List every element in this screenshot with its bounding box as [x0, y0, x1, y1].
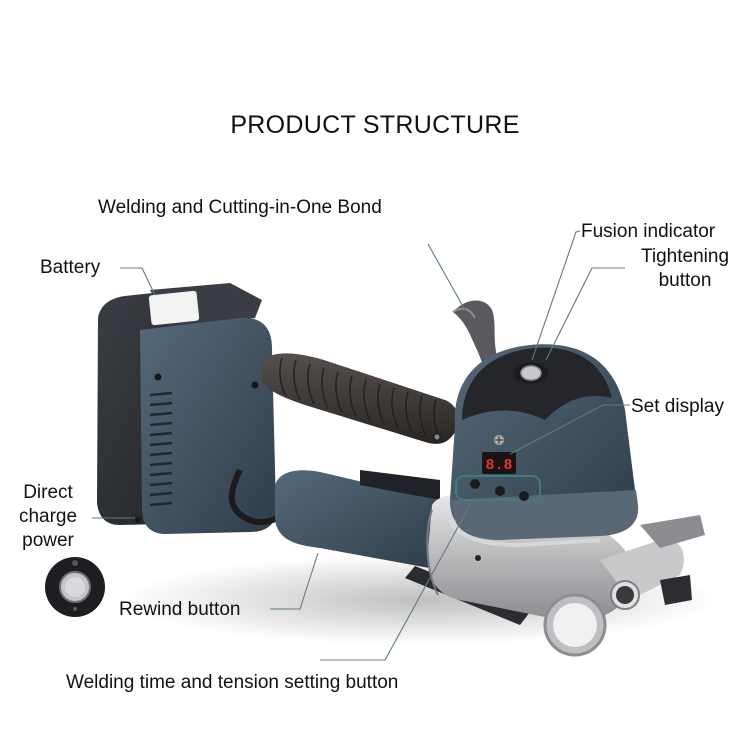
label-fusion-indicator: Fusion indicator	[581, 221, 716, 242]
grip-handle	[262, 353, 459, 444]
label-tightening-line-2: button	[658, 270, 712, 291]
setting-button-1[interactable]	[470, 479, 480, 489]
label-bond: Welding and Cutting-in-One Bond	[98, 197, 382, 218]
label-tightening-button: Tightening button	[625, 245, 745, 293]
battery-leader	[120, 267, 156, 296]
welding-setting-leader	[320, 504, 471, 661]
display-readout: 8.8	[485, 457, 512, 474]
leader-lines	[92, 230, 630, 661]
label-welding-time-tension-button: Welding time and tension setting button	[66, 672, 399, 693]
label-direct-line-2: charge	[18, 506, 78, 527]
tightening-leader	[545, 267, 625, 361]
bond-leader	[427, 243, 466, 311]
set-display	[482, 452, 516, 474]
set-display-leader	[509, 404, 630, 455]
tightening-button[interactable]	[520, 365, 542, 381]
setting-buttons-panel	[455, 475, 541, 501]
battery-pack	[97, 283, 276, 534]
fusion-leader	[531, 230, 581, 361]
label-battery: Battery	[40, 257, 101, 278]
rewind-leader	[270, 552, 319, 610]
direct-charge-port-inset	[45, 557, 105, 617]
page-title: PRODUCT STRUCTURE	[230, 111, 520, 139]
control-head: 8.8	[448, 344, 639, 548]
label-rewind-button: Rewind button	[119, 599, 241, 620]
label-direct-line-3: power	[22, 530, 74, 551]
label-set-display: Set display	[631, 396, 724, 417]
label-direct-line-1: Direct	[23, 482, 73, 503]
label-direct-charge-power: Direct charge power	[12, 481, 84, 553]
setting-button-3[interactable]	[519, 491, 529, 501]
setting-button-2[interactable]	[495, 486, 505, 496]
label-tightening-line-1: Tightening	[640, 246, 730, 267]
